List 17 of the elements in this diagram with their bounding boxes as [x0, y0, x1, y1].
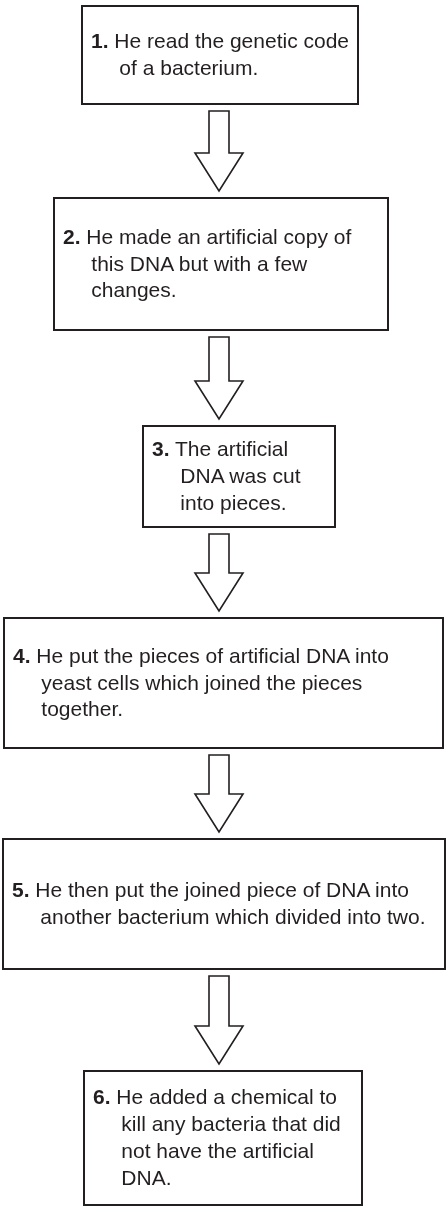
step-box [142, 425, 336, 528]
step-text: 5. He then put the joined piece of DNA into another bacterium which divided into two. [12, 877, 427, 930]
block-arrow [193, 533, 245, 613]
block-arrow [193, 110, 245, 193]
step-box [2, 838, 446, 970]
block-arrow [193, 754, 245, 834]
step-text: 3. The artificial DNA was cut into pieces. [152, 436, 302, 516]
step-text: 2. He made an artificial copy of this DNA but with a few changes. [63, 223, 353, 304]
step-box [3, 617, 444, 749]
step-text: 4. He put the pieces of artificial DNA into yeast cells which joined the pieces together. [13, 642, 390, 723]
block-arrow [193, 336, 245, 421]
step-box [53, 197, 389, 331]
step-box [81, 5, 359, 105]
step-box [83, 1070, 363, 1206]
block-arrow [193, 975, 245, 1066]
step-text: 1. He read the genetic code of a bacterium. [91, 28, 349, 81]
step-text: 6. He added a chemical to kill any bacteria that did not have the artificial DNA. [93, 1084, 342, 1191]
